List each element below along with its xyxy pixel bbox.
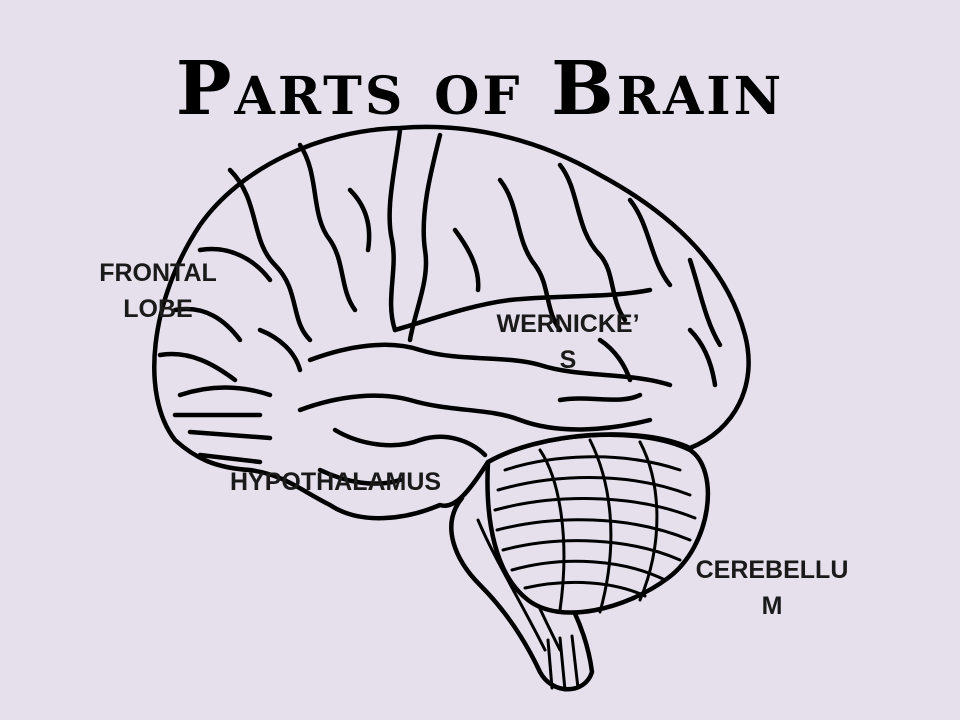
label-wernicke-line1: WERNICKE’: [496, 310, 640, 338]
label-wernickes: WERNICKE’ S: [478, 306, 658, 378]
label-cerebellum-line1: CEREBELLU: [695, 556, 849, 584]
label-frontal-line2: LOBE: [123, 295, 193, 323]
label-cerebellum: CEREBELLU M: [672, 552, 872, 624]
cerebrum-outline: [152, 124, 751, 521]
label-frontal-lobe: FRONTAL LOBE: [78, 255, 238, 327]
label-cerebellum-line2: M: [761, 592, 783, 620]
label-wernicke-line2: S: [559, 346, 577, 374]
label-frontal-line1: FRONTAL: [99, 259, 217, 287]
slide-title: Parts of Brain: [175, 46, 785, 132]
label-hypothalamus-text: HYPOTHALAMUS: [230, 468, 442, 496]
label-hypothalamus: HYPOTHALAMUS: [230, 464, 500, 500]
